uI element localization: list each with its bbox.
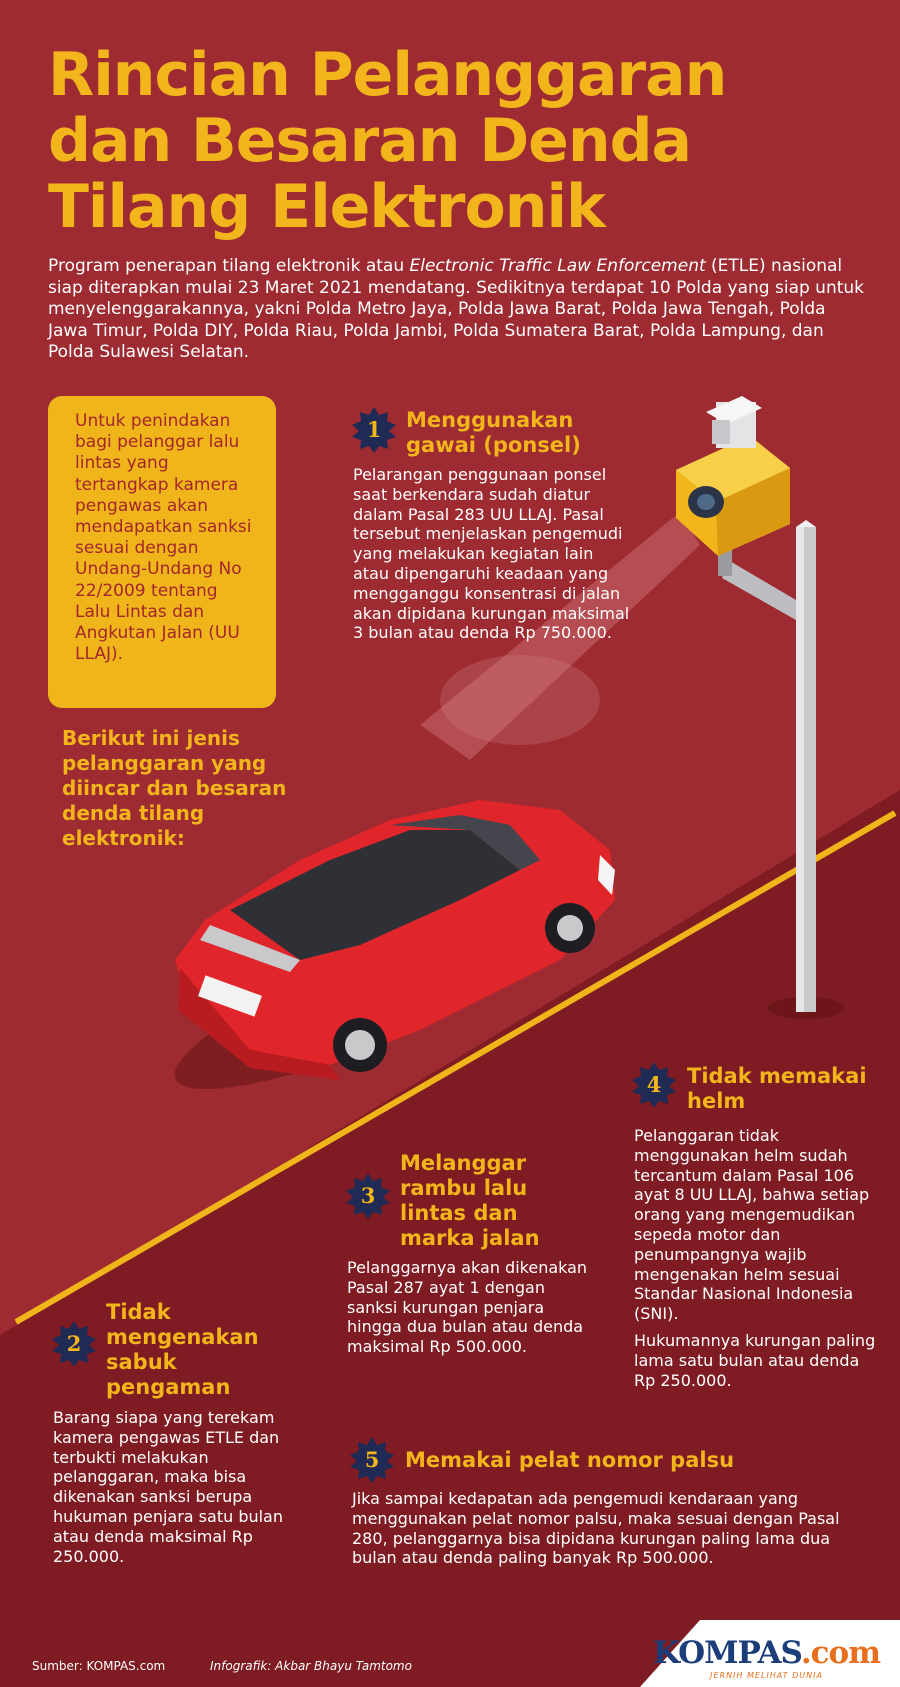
lead-text: Berikut ini jenis pelanggaran yang diinc… [62,726,287,850]
intro-text-italic: Electronic Traffic Law Enforcement [409,256,706,276]
item-1-text: Pelarangan penggunaan ponsel saat berken… [353,465,630,643]
title-line-2: dan Besaran Denda [48,106,692,176]
item-4-text: Pelanggaran tidak menggunakan helm sudah… [634,1126,870,1324]
intro-text-after: (ETLE) nasional siap diterapkan mulai 23… [48,256,865,362]
kompas-logo-text: KOMPAS [653,1635,802,1671]
item-4-title: Tidak memakai helm [687,1064,867,1113]
item-2-badge: 2 [50,1320,98,1372]
item-3-text: Pelanggarnya akan dikenakan Pasal 287 ay… [347,1258,588,1357]
item-1-number: 1 [366,417,382,442]
title-line-3: Tilang Elektronik [48,172,606,242]
law-info-box: Untuk penindakan bagi pelanggar lalu lin… [48,396,276,708]
item-4-number: 4 [646,1072,662,1097]
item-3-number: 3 [360,1183,376,1208]
item-4-text-penalty: Hukumannya kurungan paling lama satu bul… [634,1331,876,1390]
item-2-title: Tidak mengenakan sabuk pengaman [106,1300,259,1399]
item-2-number: 2 [66,1331,82,1356]
star-badge-icon [632,1062,676,1108]
item-5-title: Memakai pelat nomor palsu [405,1448,735,1472]
item-1-title: Menggunakan gawai (ponsel) [406,408,581,457]
item-5-text: Jika sampai kedapatan ada pengemudi kend… [352,1489,840,1568]
item-5-number: 5 [364,1447,380,1472]
car-illustration [174,800,615,1090]
title-line-1: Rincian Pelanggaran [48,40,727,110]
item-1-badge: 1 [350,406,398,458]
item-4-badge: 4 [630,1061,678,1113]
intro-paragraph: Program penerapan tilang elektronik atau… [48,256,868,364]
intro-text-before: Program penerapan tilang elektronik atau [48,256,410,276]
item-5-badge: 5 [348,1436,396,1488]
item-3-badge: 3 [344,1172,392,1224]
page-title: Rincian Pelanggaran dan Besaran Denda Ti… [48,42,868,240]
kompas-logo[interactable]: KOMPAS.com JERNIH MELIHAT DUNIA [653,1635,881,1680]
credit-text: Infografik: Akbar Bhayu Tamtomo [210,1659,412,1673]
law-info-text: Untuk penindakan bagi pelanggar lalu lin… [75,411,252,665]
item-2-text: Barang siapa yang terekam kamera pengawa… [53,1408,283,1566]
item-3-title: Melanggar rambu lalu lintas dan marka ja… [400,1151,540,1250]
kompas-tagline: JERNIH MELIHAT DUNIA [710,1671,823,1680]
star-badge-icon [350,1437,394,1483]
source-text: Sumber: KOMPAS.com [32,1659,166,1673]
kompas-logo-suffix: .com [800,1635,881,1671]
star-badge-icon [352,407,396,453]
star-badge-icon [52,1321,96,1367]
star-badge-icon [346,1173,390,1219]
